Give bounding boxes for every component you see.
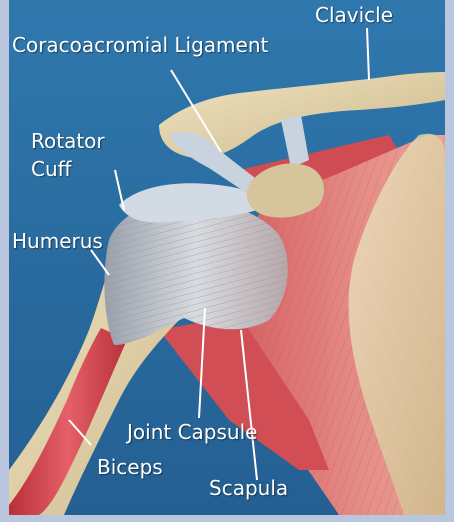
label-clavicle: Clavicle (315, 4, 393, 26)
label-joint-capsule: Joint Capsule (127, 421, 257, 443)
shoulder-anatomy-illustration: Clavicle Coracoacromial Ligament Rotator… (9, 0, 445, 515)
label-coracoacromial-ligament: Coracoacromial Ligament (12, 34, 268, 56)
label-rotator-cuff-line1: Rotator (31, 130, 105, 152)
label-biceps: Biceps (97, 456, 163, 478)
label-humerus: Humerus (12, 230, 103, 252)
label-rotator-cuff-line2: Cuff (31, 158, 71, 180)
label-scapula: Scapula (209, 477, 288, 499)
